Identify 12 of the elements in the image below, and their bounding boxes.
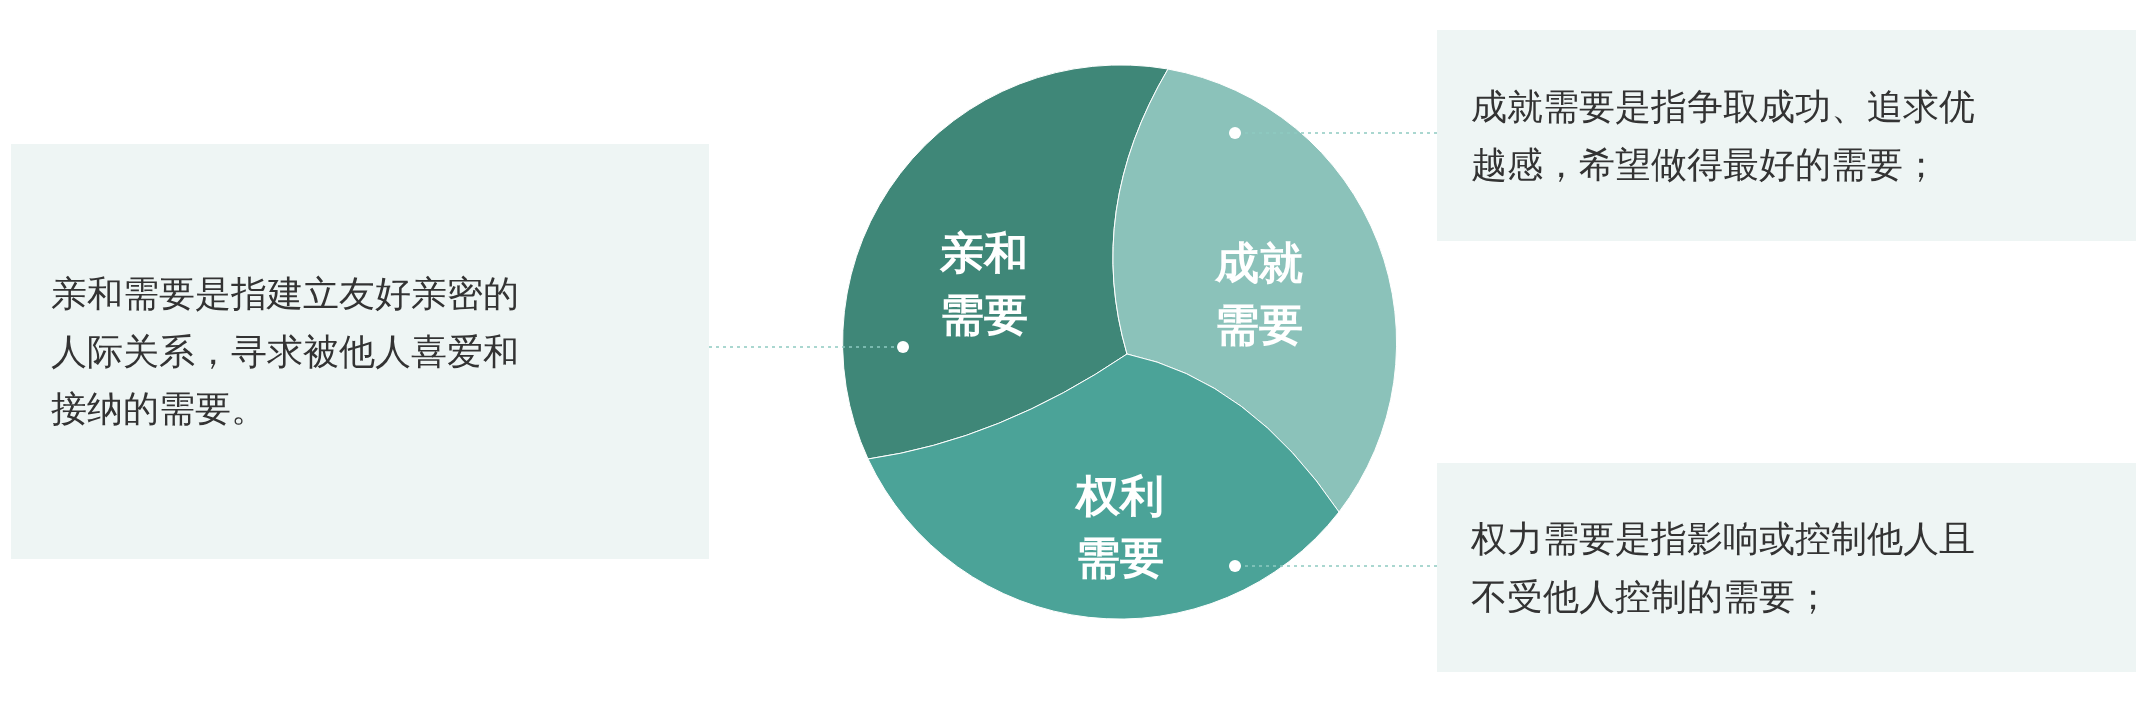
text-panel [1437,463,2136,672]
description-text: 权力需要是指影响或控制他人且不受他人控制的需要； [1471,516,1976,619]
leader-line [708,341,909,353]
leader-line [1229,560,1438,572]
segment-label: 亲和需要 [939,226,1029,342]
description-text: 亲和需要是指建立友好亲密的人际关系，寻求被他人喜爱和接纳的需要。 [51,272,520,432]
text-panel [11,144,709,559]
text-panel [1437,30,2136,241]
leader-line [1229,127,1438,139]
description-text: 成就需要是指争取成功、追求优越感，希望做得最好的需要； [1471,84,1976,187]
segment-label: 权利需要 [1074,469,1165,585]
segment-label: 成就需要 [1214,236,1304,352]
